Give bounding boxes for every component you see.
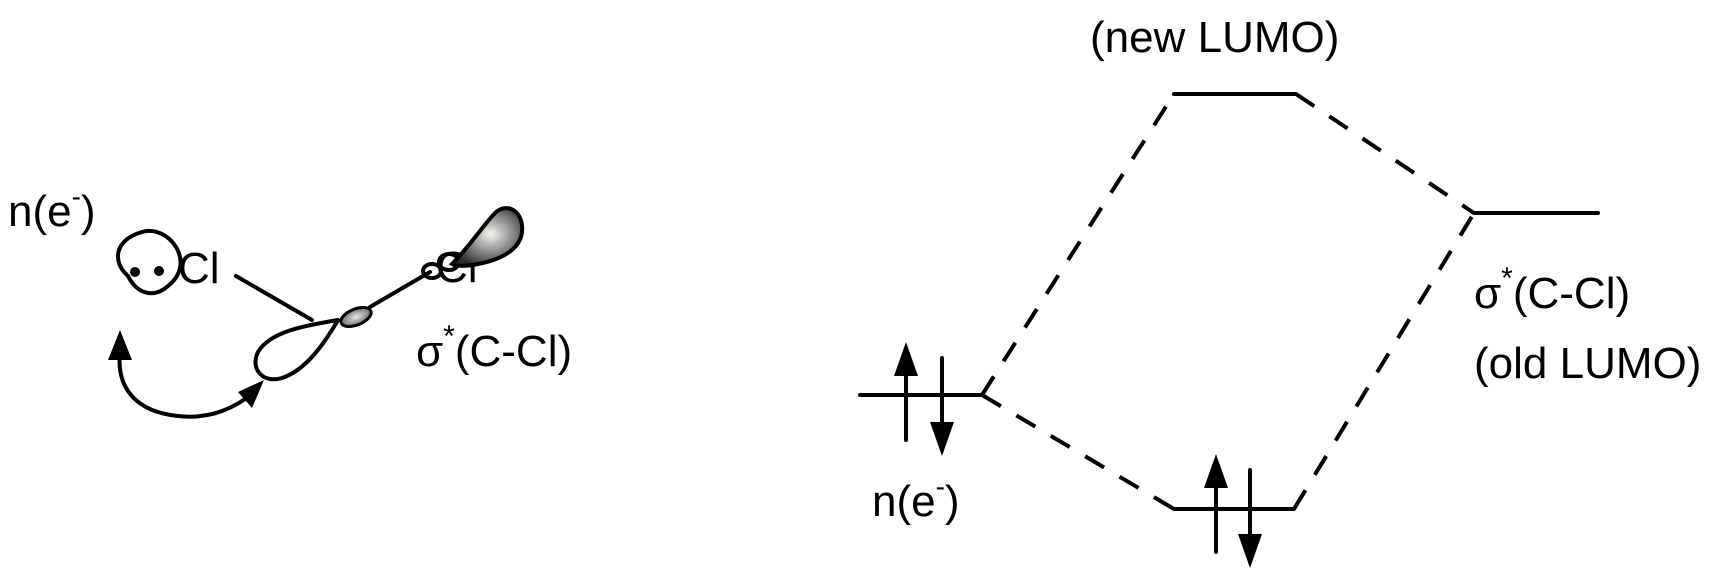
lone-pair-electron <box>154 266 164 276</box>
lone-pair-electron <box>130 267 140 277</box>
chlorine-left-label: Cl <box>178 244 220 293</box>
new-lumo-label: (new LUMO) <box>1090 13 1339 62</box>
electron-up-head <box>894 342 918 376</box>
sigma-back-lobe <box>253 318 340 382</box>
lone-pair-electrons <box>894 342 954 456</box>
sigma-star-label: σ*(C-Cl) <box>416 320 572 376</box>
c-cl-bond-left <box>234 274 314 322</box>
sigma-star-shaded-lobe <box>448 206 525 268</box>
lone-pair-level-label: n(e-) <box>872 471 960 526</box>
mo-energy-diagram: (new LUMO) n(e-) σ*(C- <box>858 13 1701 568</box>
bonding-electrons <box>1204 454 1262 568</box>
electron-up-head <box>1204 454 1228 488</box>
sigma-cl-small-lobe <box>421 262 443 280</box>
left-orbital-picture: n(e-) Cl Cl σ*(C-Cl) <box>8 181 572 419</box>
arrow-head-up <box>108 330 132 360</box>
old-lumo-label: (old LUMO) <box>1474 339 1701 388</box>
correlation-n-to-bonding <box>980 393 1176 511</box>
electron-down-head <box>930 422 954 456</box>
arrow-head-right <box>238 380 264 408</box>
correlation-n-to-newlumo <box>980 92 1176 397</box>
correlation-bonding-to-oldlumo <box>1292 211 1476 511</box>
lone-pair-lobe <box>116 228 183 296</box>
electron-down-head <box>1238 534 1262 568</box>
correlation-newlumo-to-oldlumo <box>1294 92 1476 215</box>
sigma-star-level-label: σ*(C-Cl) <box>1474 262 1630 318</box>
interaction-arrow <box>117 350 256 419</box>
lone-pair-label: n(e-) <box>8 181 96 236</box>
c-cl-bond-right <box>368 270 432 309</box>
sigma-small-lobe <box>339 305 373 329</box>
